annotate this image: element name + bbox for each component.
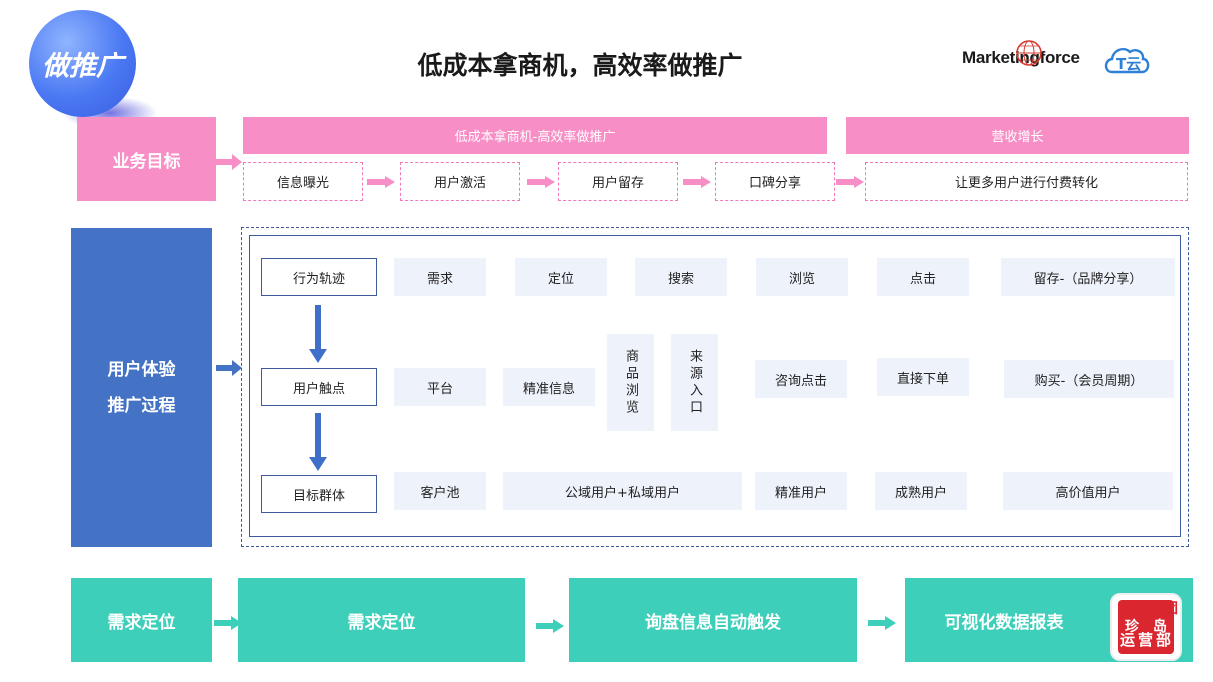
touchpoint-product-browse: 商品浏览 [607,334,654,431]
seal-char: 集 [1148,601,1162,617]
seal-char: 运 [1120,631,1136,649]
globe-icon [1016,40,1042,66]
step-retention: 用户留存 [558,162,678,201]
arrow-right-icon [216,154,242,170]
behavior-positioning: 定位 [515,258,607,296]
row-label-behavior: 行为轨迹 [261,258,377,296]
user-experience-label: 用户体验 推广过程 [71,228,212,547]
arrow-right-icon [367,176,395,188]
seal-char: 岛 [1153,619,1167,635]
touchpoint-direct-order: 直接下单 [877,358,969,396]
arrow-right-icon [683,176,711,188]
t-cloud-logo-text: T云 [1116,55,1142,73]
goal-bar-right: 营收增长 [846,117,1189,154]
arrow-right-icon [527,176,555,188]
step-exposure: 信息曝光 [243,162,363,201]
user-experience-line1: 用户体验 [107,359,176,380]
business-goal-label: 业务目标 [77,117,216,201]
row-label-touchpoint: 用户触点 [261,368,377,406]
badge: 做推广 [29,10,136,117]
touchpoint-precise-info: 精准信息 [503,368,595,406]
marketingforce-logo-text: Marketingforce [962,48,1080,67]
step-paid-conversion: 让更多用户进行付费转化 [865,162,1188,201]
arrow-right-icon [836,176,864,188]
group-customer-pool: 客户池 [394,472,486,510]
touchpoint-platform: 平台 [394,368,486,406]
group-mature-users: 成熟用户 [875,472,967,510]
process-inner-frame [249,235,1181,537]
behavior-search: 搜索 [635,258,727,296]
seal-stamp: 珍 岛 [1118,600,1174,654]
arrow-right-icon [216,360,242,376]
page-title: 低成本拿商机，高效率做推广 [417,51,743,80]
seal-char: 营 [1138,631,1154,649]
step-word-of-mouth: 口碑分享 [715,162,835,201]
behavior-demand: 需求 [394,258,486,296]
group-public-private-users: 公域用户+私域用户 [503,472,742,510]
row-label-target-group: 目标群体 [261,475,377,513]
arrow-right-icon [868,616,896,630]
seal-char: 团 [1164,601,1178,617]
step-activation: 用户激活 [400,162,520,201]
user-experience-line2: 推广过程 [107,395,176,416]
arrow-right-icon [536,619,564,633]
group-precise-users: 精准用户 [755,472,847,510]
arrow-right-icon [214,616,242,630]
demand-positioning-label: 需求定位 [71,578,212,662]
touchpoint-source-entry: 来源入口 [671,334,718,431]
goal-bar-left: 低成本拿商机-高效率做推广 [243,117,827,154]
behavior-click: 点击 [877,258,969,296]
arrow-down-icon [309,305,327,363]
behavior-browse: 浏览 [756,258,848,296]
process-outer-frame [241,227,1189,547]
touchpoint-purchase-member: 购买-（会员周期） [1004,360,1174,398]
t-cloud-logo: T云 [1102,40,1162,80]
demand-step-positioning: 需求定位 [238,578,525,662]
marketingforce-logo: Marketingforce [962,38,1092,82]
touchpoint-consult-click: 咨询点击 [755,360,847,398]
brand-seal: 珍 岛 集 团 运 营 部 [1110,593,1182,661]
demand-step-inquiry-trigger: 询盘信息自动触发 [569,578,857,662]
behavior-retention-brand: 留存-（品牌分享） [1001,258,1175,296]
seal-char: 珍 [1125,619,1139,635]
cloud-icon [1104,48,1150,74]
seal-char: 部 [1156,631,1172,649]
group-high-value-users: 高价值用户 [1003,472,1173,510]
arrow-down-icon [309,413,327,471]
